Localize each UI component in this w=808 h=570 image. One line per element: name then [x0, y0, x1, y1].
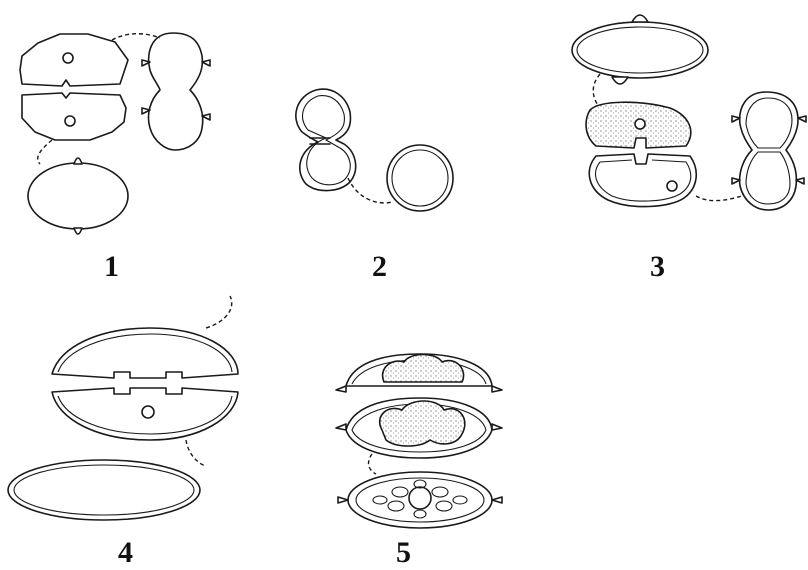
fig4-apical-view: [8, 460, 200, 520]
fig4-upper-semicell: [52, 328, 238, 378]
figure-label-5: 5: [396, 538, 411, 568]
figure-label-2: 2: [372, 252, 387, 282]
fig3-spine: [796, 178, 804, 184]
fig3-pyrenoid-upper: [635, 119, 645, 129]
figure-3-drawing: [572, 15, 806, 210]
fig2-connector: [348, 178, 392, 203]
fig5-spine: [492, 497, 502, 503]
fig1-connector: [38, 140, 52, 164]
fig3-top-view: [572, 22, 708, 78]
fig3-spine: [612, 77, 628, 84]
fig5-spine: [338, 497, 348, 503]
fig1-spine: [202, 60, 210, 66]
figure-1-drawing: [20, 33, 210, 234]
fig5-spine: [336, 424, 346, 430]
fig4-connector: [186, 440, 206, 466]
fig5-spine: [492, 424, 502, 430]
fig3-spine: [798, 116, 806, 122]
figure-4-drawing: [8, 296, 238, 520]
fig3-connector: [696, 196, 742, 201]
fig1-apical-view: [28, 163, 128, 229]
fig1-connector: [112, 34, 160, 40]
fig1-pyrenoid-upper: [63, 53, 73, 63]
fig1-pyrenoid-lower: [65, 116, 75, 126]
fig1-upper-semicell: [20, 34, 128, 86]
fig1-side-view: [148, 33, 202, 150]
figure-label-1: 1: [104, 252, 119, 282]
figure-5-drawing: [336, 354, 502, 528]
fig4-pyrenoid: [142, 406, 154, 418]
figure-2-drawing: [296, 89, 453, 211]
fig3-spine: [732, 178, 740, 184]
fig5-spine: [336, 386, 346, 392]
figure-label-3: 3: [650, 252, 665, 282]
fig1-lower-semicell: [22, 93, 126, 140]
fig3-connector: [593, 74, 600, 108]
fig3-pyrenoid-lower: [667, 181, 677, 191]
fig1-spine: [74, 158, 82, 164]
fig5-connector: [369, 454, 376, 474]
figure-label-4: 4: [118, 538, 133, 568]
fig3-spine: [632, 15, 648, 22]
fig2-apical-view: [387, 145, 453, 211]
fig5-spine: [492, 386, 502, 392]
fig1-spine: [74, 228, 82, 234]
fig4-connector: [206, 296, 232, 328]
fig3-spine: [732, 116, 740, 122]
